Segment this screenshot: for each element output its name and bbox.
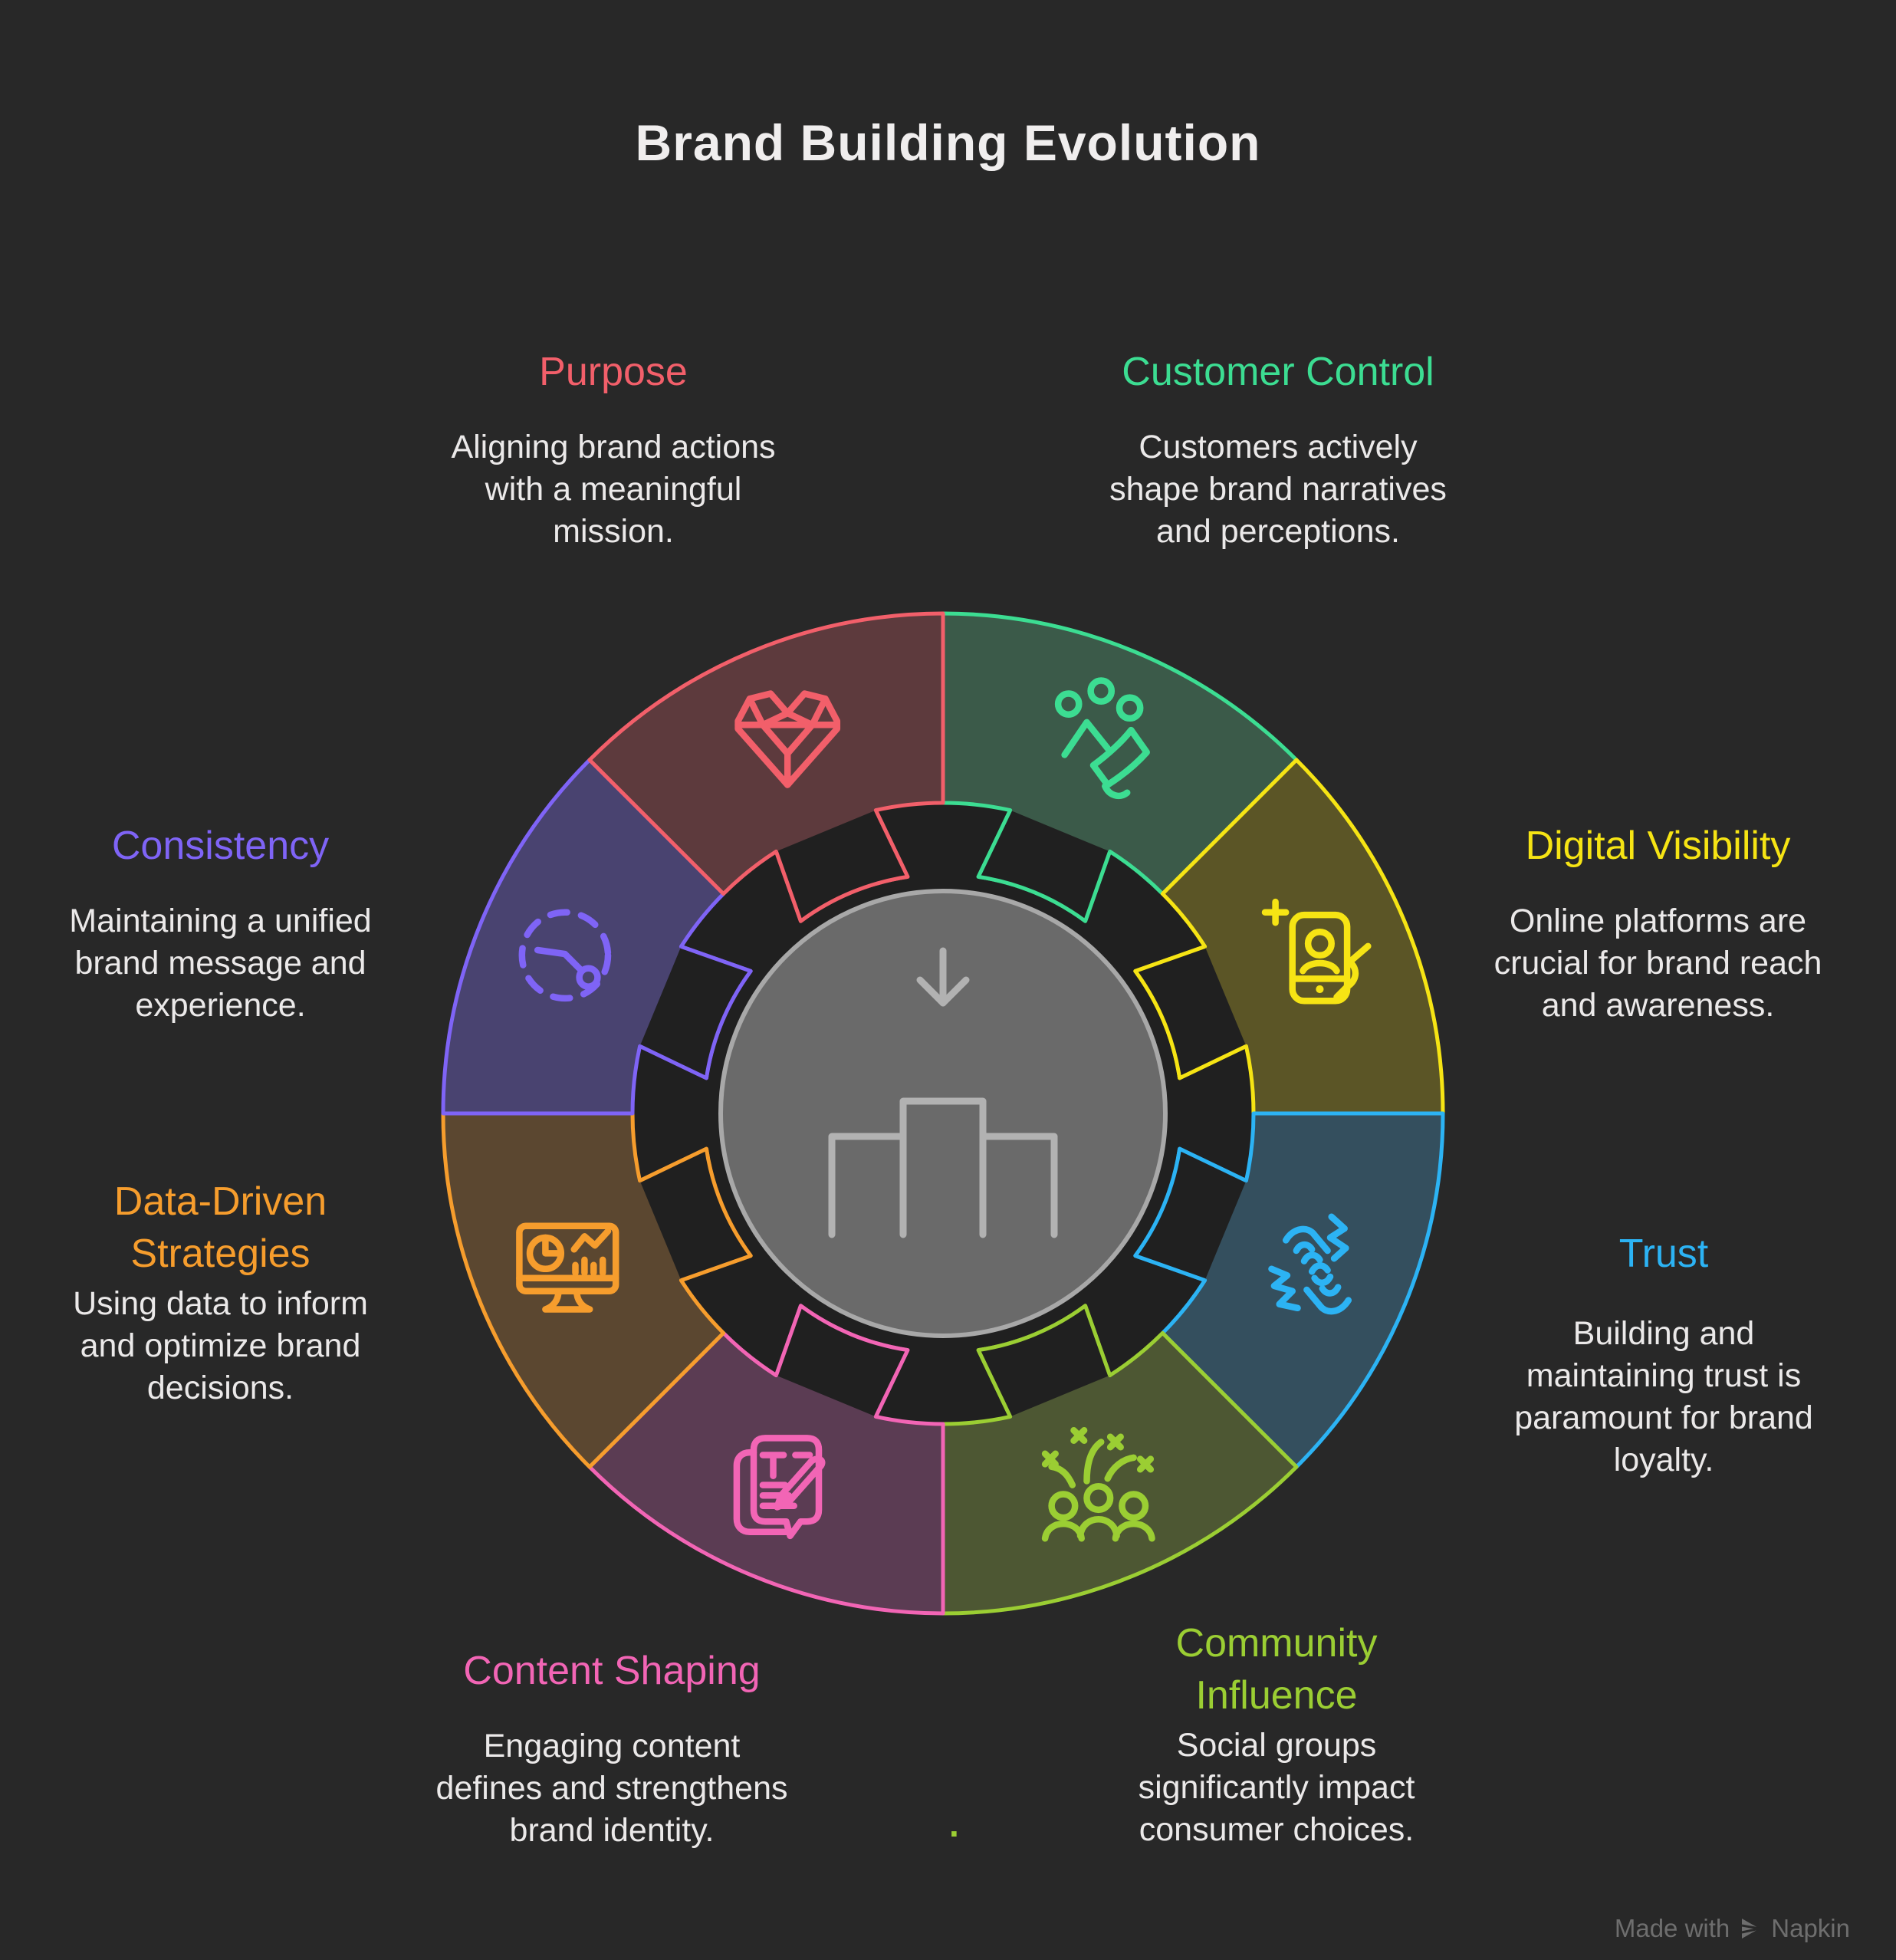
wheel-segment-trust (1133, 1111, 1445, 1469)
segment-heading: Content Shaping (463, 1649, 761, 1693)
gauge-icon (518, 909, 612, 1002)
document-pencil-icon (733, 1435, 826, 1540)
wheel-segment-content-shaping (587, 1304, 945, 1616)
brand-evolution-wheel (441, 611, 1445, 1616)
segment-heading: Data-Driven Strategies (113, 1179, 327, 1276)
segment-description: Social groups significantly impact consu… (1138, 1727, 1415, 1849)
audience-megaphone-icon (1054, 677, 1150, 800)
analytics-monitor-icon (516, 1222, 619, 1313)
wheel-segment-digital-visibility (1133, 758, 1445, 1116)
watermark-brand: Napkin (1771, 1914, 1850, 1942)
segment-description: Online platforms are crucial for brand r… (1493, 902, 1822, 1024)
segment-heading: Purpose (539, 350, 688, 394)
segment-label-digital-visibility: Digital Visibility Online platforms are … (1449, 821, 1867, 1027)
segment-description: Building and maintaining trust is paramo… (1514, 1314, 1813, 1478)
napkin-logo-icon (1741, 1919, 1760, 1939)
segment-label-customer-control: Customer Control Customers actively shap… (1052, 347, 1504, 553)
segment-heading: Trust (1618, 1232, 1709, 1276)
segment-heading: Consistency (111, 824, 330, 868)
segment-label-data-driven-strategies: Data-Driven Strategies Using data to inf… (12, 1176, 429, 1409)
wheel-segment-customer-control (941, 611, 1299, 923)
page-title: Brand Building Evolution (635, 114, 1261, 171)
segment-heading: Digital Visibility (1525, 824, 1791, 868)
stray-dot: . (949, 1804, 959, 1844)
segment-description: Engaging content defines and strengthens… (435, 1727, 788, 1849)
segment-heading: Customer Control (1122, 350, 1434, 394)
segment-label-community-influence: Community Influence Social groups signif… (1054, 1618, 1499, 1851)
segment-description: Maintaining a unified brand message and … (69, 902, 372, 1024)
segment-description: Using data to inform and optimize brand … (73, 1285, 368, 1407)
segment-description: Customers actively shape brand narrative… (1109, 428, 1447, 550)
segment-label-trust: Trust Building and maintaining trust is … (1461, 1228, 1867, 1482)
segment-label-purpose: Purpose Aligning brand actions with a me… (387, 347, 840, 553)
segment-label-consistency: Consistency Maintaining a unified brand … (12, 821, 429, 1027)
watermark: Made with Napkin (1615, 1914, 1850, 1943)
handshake-icon (1268, 1213, 1352, 1315)
wheel-segment-data-driven-strategies (441, 1111, 753, 1469)
segment-heading: Community Influence (1175, 1621, 1378, 1718)
watermark-prefix: Made with (1614, 1914, 1730, 1942)
crowd-celebration-icon (1041, 1426, 1155, 1542)
segment-label-content-shaping: Content Shaping Engaging content defines… (389, 1646, 834, 1852)
goal-podium-icon (828, 947, 1058, 1238)
wheel-segment-purpose (587, 611, 945, 923)
wheel-segment-consistency (441, 758, 753, 1116)
phone-profile-icon (1261, 898, 1372, 1005)
wheel-segment-community-influence (941, 1304, 1299, 1616)
heart-lattice-icon (734, 690, 841, 788)
segment-description: Aligning brand actions with a meaningful… (451, 428, 776, 550)
